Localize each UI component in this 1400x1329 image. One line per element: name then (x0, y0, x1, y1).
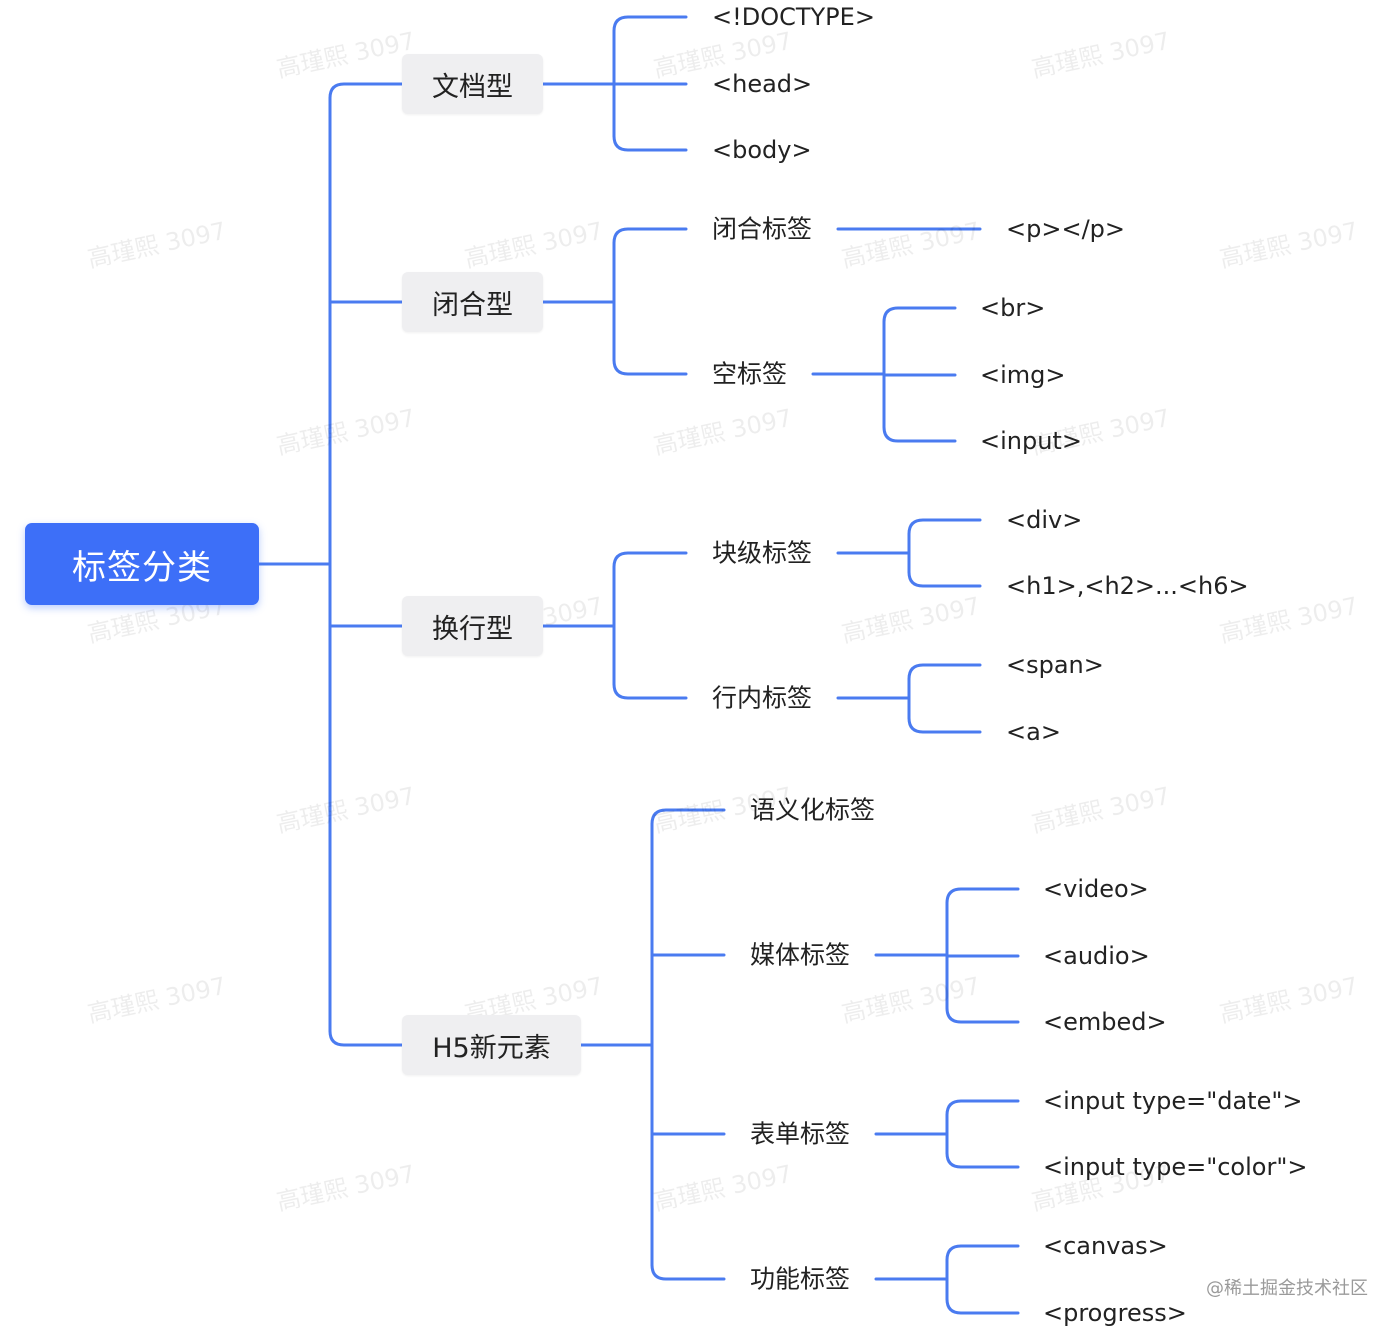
connector-line (907, 663, 982, 681)
leaf-node[interactable]: <head> (712, 70, 813, 98)
subcategory-node[interactable]: 表单标签 (750, 1119, 851, 1149)
connector-line (945, 1006, 1020, 1024)
leaf-node[interactable]: <span> (1006, 651, 1104, 679)
connector-line (650, 1263, 726, 1281)
subcategory-node[interactable]: 块级标签 (712, 538, 813, 568)
leaf-node[interactable]: <audio> (1043, 942, 1150, 970)
leaf-node[interactable]: <progress> (1043, 1299, 1187, 1327)
connector-line (945, 887, 1020, 905)
category-node-document[interactable]: 文档型 (402, 54, 543, 114)
leaf-node[interactable]: <input> (980, 427, 1082, 455)
connector-line (882, 425, 957, 443)
subcategory-node[interactable]: 行内标签 (712, 683, 813, 713)
subcategory-node[interactable]: 媒体标签 (750, 940, 851, 970)
connector-line (650, 808, 726, 826)
connector-line (945, 1151, 1020, 1169)
leaf-node[interactable]: <body> (712, 136, 812, 164)
category-node-line-break[interactable]: 换行型 (402, 596, 543, 656)
subcategory-node[interactable]: 空标签 (712, 359, 788, 389)
leaf-node[interactable]: <img> (980, 361, 1066, 389)
leaf-node[interactable]: <p></p> (1006, 215, 1125, 243)
connector-line (612, 358, 688, 376)
root-node-label: 标签分类 (72, 547, 212, 588)
connector-line (945, 1099, 1020, 1117)
leaf-node[interactable]: <!DOCTYPE> (712, 3, 875, 31)
connector-line (907, 518, 982, 536)
connector-line (882, 306, 957, 324)
leaf-node[interactable]: <input type="date"> (1043, 1087, 1303, 1115)
connector-line (907, 570, 982, 588)
category-label: 闭合型 (432, 289, 513, 321)
leaf-node[interactable]: <a> (1006, 718, 1061, 746)
connector-line (612, 682, 688, 700)
connector-line (328, 82, 404, 100)
connector-line (612, 551, 688, 569)
connector-line (328, 1029, 404, 1047)
connector-line (945, 1297, 1020, 1315)
subcategory-node[interactable]: 语义化标签 (750, 795, 876, 825)
connector-line (945, 1244, 1020, 1262)
category-node-closing[interactable]: 闭合型 (402, 272, 543, 332)
category-label: 文档型 (432, 71, 513, 103)
subcategory-node[interactable]: 闭合标签 (712, 214, 813, 244)
leaf-node[interactable]: <embed> (1043, 1008, 1167, 1036)
subcategory-node[interactable]: 功能标签 (750, 1264, 851, 1294)
leaf-node[interactable]: <br> (980, 294, 1046, 322)
category-label: H5新元素 (432, 1032, 551, 1064)
leaf-node[interactable]: <video> (1043, 875, 1149, 903)
connector-line (612, 227, 688, 245)
category-node-h5[interactable]: H5新元素 (402, 1015, 581, 1075)
connector-line (907, 716, 982, 734)
leaf-node[interactable]: <canvas> (1043, 1232, 1168, 1260)
site-credit: @稀土掘金技术社区 (1206, 1278, 1368, 1299)
leaf-node[interactable]: <div> (1006, 506, 1083, 534)
category-label: 换行型 (432, 613, 513, 645)
leaf-node[interactable]: <input type="color"> (1043, 1153, 1308, 1181)
root-node[interactable]: 标签分类 (25, 523, 259, 605)
leaf-node[interactable]: <h1>,<h2>...<h6> (1006, 572, 1249, 600)
connector-line (612, 134, 688, 152)
connector-line (612, 15, 688, 33)
